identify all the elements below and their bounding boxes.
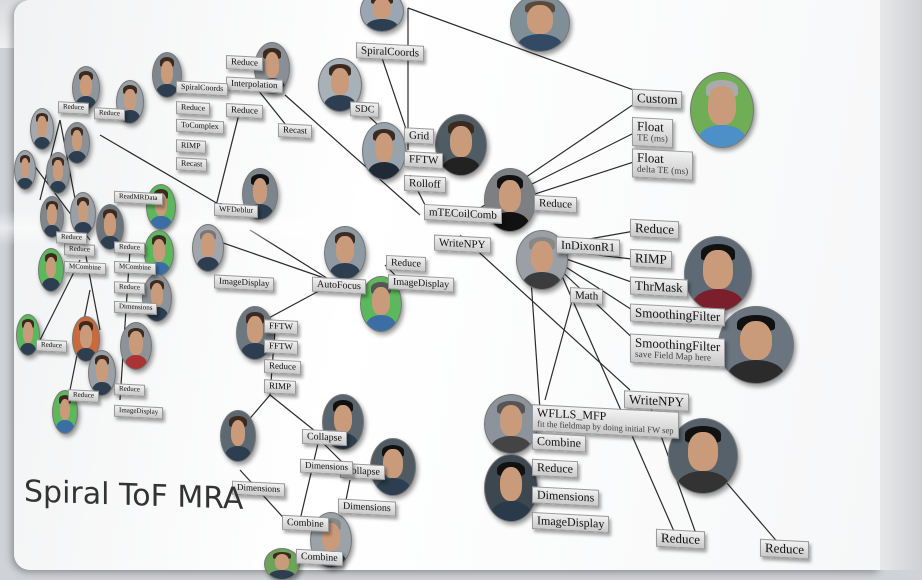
node-box: Dimensions	[300, 458, 354, 476]
person-photo	[324, 226, 366, 280]
node-box: RIMP	[264, 379, 297, 395]
node-box: Reduce	[264, 359, 301, 375]
node-box: Reduce	[226, 55, 263, 71]
node-box: Reduce	[630, 218, 679, 240]
node-box: FFTW	[404, 150, 444, 170]
node-box: Reduce	[760, 538, 809, 560]
node-title: Float	[637, 149, 664, 167]
person-photo	[510, 0, 570, 52]
person-photo	[220, 410, 256, 462]
node-box: SDC	[350, 101, 380, 118]
node-box: Combine	[296, 548, 343, 567]
node-subtitle: TE (ms)	[637, 133, 668, 146]
node-box: Reduce	[68, 389, 99, 403]
node-box: Reduce	[56, 231, 87, 245]
node-box: Reduce	[114, 383, 145, 397]
node-box: Recast	[278, 123, 312, 139]
person-photo	[718, 306, 794, 384]
node-box: Grid	[404, 127, 435, 145]
node-box: MCombine	[114, 260, 156, 275]
person-photo	[192, 224, 224, 272]
node-box: WFDeblur	[214, 202, 259, 218]
node-box: Reduce	[114, 241, 145, 255]
person-photo	[120, 322, 152, 370]
person-photo	[40, 196, 64, 238]
person-photo	[30, 108, 54, 150]
person-photo	[14, 150, 36, 190]
person-photo	[38, 248, 64, 292]
person-photo	[88, 350, 116, 396]
node-box: ReadMRData	[114, 190, 163, 205]
node-box: Custom	[632, 88, 683, 110]
node-box: Reduce	[36, 339, 67, 353]
person-photo	[668, 418, 738, 494]
node-box: Reduce	[114, 281, 145, 295]
node-box: Reduce	[58, 101, 89, 115]
node-box: SpiralCoords	[176, 80, 229, 97]
person-photo	[484, 394, 538, 454]
node-box: Dimensions	[114, 300, 158, 315]
node-box: RIMP	[176, 139, 206, 154]
person-photo	[52, 390, 78, 434]
node-box: Reduce	[176, 101, 210, 116]
person-photo	[684, 236, 752, 312]
node-box: ToComplex	[176, 118, 224, 135]
node-box: Reduce	[386, 254, 426, 273]
person-photo	[152, 52, 182, 98]
person-photo	[70, 192, 96, 236]
node-box: Reduce	[532, 458, 578, 479]
node-box: ThrMask	[630, 276, 688, 298]
person-photo	[370, 438, 416, 496]
node-box: Dimensions	[338, 498, 396, 517]
node-box: Math	[570, 287, 604, 305]
node-box: Collapse	[302, 428, 347, 447]
node-box: WriteNPY	[434, 234, 491, 254]
person-photo	[360, 0, 404, 32]
node-box: Dimensions	[532, 486, 600, 507]
node-box: Reduce	[94, 107, 125, 121]
node-box: Reduce	[64, 243, 95, 257]
node-box: FFTW	[264, 339, 299, 355]
node-box: Reduce	[656, 528, 705, 550]
node-box: AutoFocus	[312, 276, 366, 295]
person-photo	[264, 548, 300, 580]
person-photo	[46, 152, 70, 194]
person-photo	[435, 114, 487, 176]
node-box: RIMP	[630, 248, 672, 270]
node-box: ImageDisplay	[114, 404, 164, 419]
node-box: MCombine	[64, 260, 106, 275]
person-photo	[690, 72, 754, 148]
node-box: Rolloff	[404, 174, 446, 194]
node-box: FFTW	[264, 319, 299, 335]
node-subtitle: delta TE (ms)	[637, 164, 689, 178]
node-box: Interpolation	[226, 76, 283, 94]
person-photo	[362, 122, 406, 180]
node-title: Float	[637, 118, 664, 135]
node-box: Combine	[532, 432, 586, 453]
right-wall	[880, 0, 922, 570]
person-photo	[64, 122, 90, 164]
node-box: Combine	[282, 514, 329, 533]
person-photo	[146, 184, 176, 230]
node-box: Reduce	[226, 103, 263, 119]
node-box: Recast	[176, 157, 208, 172]
node-box: Reduce	[534, 194, 577, 214]
person-photo	[484, 454, 538, 522]
node-box: InDixonR1	[556, 236, 620, 257]
